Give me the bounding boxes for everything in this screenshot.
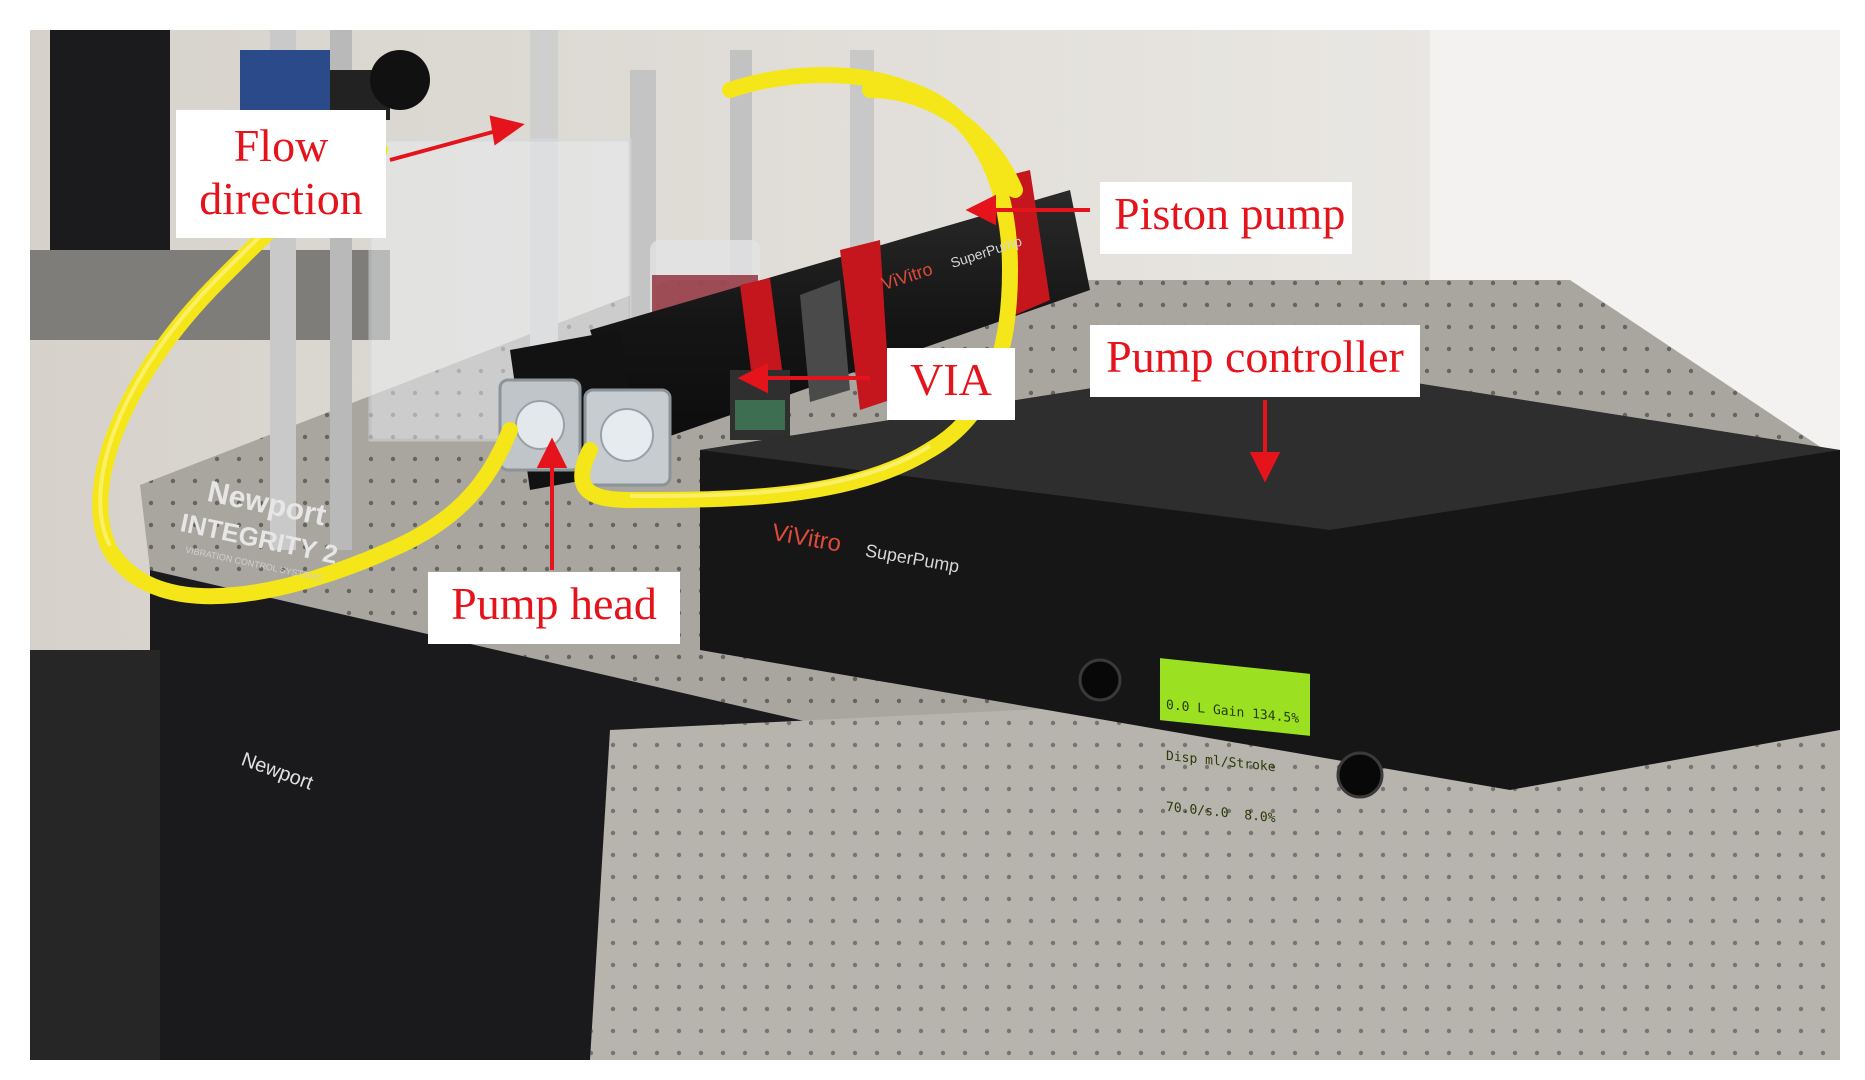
pump-head-faces [498, 378, 672, 487]
label-pump-head: Pump head [428, 572, 680, 644]
label-flow-line-2: direction [199, 172, 363, 224]
label-via-text: VIA [910, 354, 992, 405]
monitor [50, 30, 170, 260]
label-pump-head-text: Pump head [451, 578, 657, 629]
experimental-setup-photo: Newport INTEGRITY 2 VIBRATION CONTROL SY… [30, 30, 1840, 1060]
label-piston-pump-text: Piston pump [1114, 188, 1346, 239]
annotation-arrows [389, 115, 1281, 570]
scene-illustration: Newport INTEGRITY 2 VIBRATION CONTROL SY… [30, 30, 1840, 1060]
label-flow-line-1: Flow [233, 120, 329, 171]
label-flow-direction: Flow direction [176, 110, 386, 238]
pump-controller-box [700, 360, 1840, 799]
lcd-line-1: 0.0 L Gain 134.5% [1166, 697, 1300, 727]
label-piston-pump: Piston pump [1100, 182, 1352, 254]
label-pump-controller: Pump controller [1090, 325, 1420, 397]
label-via: VIA [887, 348, 1015, 420]
lcd-line-2: Disp ml/Stroke [1166, 748, 1276, 776]
label-pump-controller-text: Pump controller [1106, 331, 1404, 382]
camera [240, 50, 330, 120]
lcd-line-3: 70.0/s.0 8.0% [1166, 799, 1276, 827]
